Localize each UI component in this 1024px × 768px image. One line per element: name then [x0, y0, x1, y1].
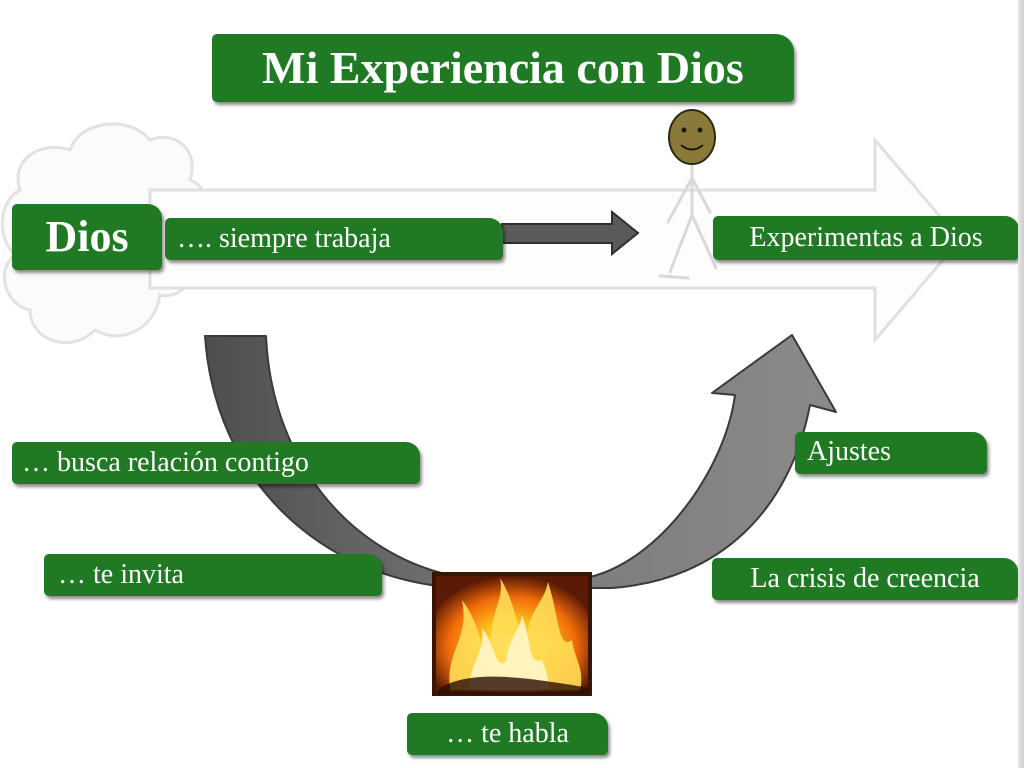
- smiley-face-icon: [668, 109, 716, 165]
- slide-edge-bar: [1018, 0, 1024, 768]
- ajustes-label: Ajustes: [795, 432, 987, 474]
- stick-figure-icon: [658, 160, 718, 280]
- te-invita-label: … te invita: [44, 554, 382, 596]
- busca-relacion-label: … busca relación contigo: [12, 442, 420, 484]
- page-title: Mi Experiencia con Dios: [212, 34, 794, 102]
- dios-label: Dios: [12, 204, 162, 270]
- curved-arrow: [204, 334, 837, 589]
- te-habla-label: … te habla: [407, 713, 608, 755]
- crisis-label: La crisis de creencia: [712, 558, 1018, 600]
- burning-bush-icon: [432, 572, 592, 696]
- siempre-trabaja-label: …. siempre trabaja: [165, 218, 503, 260]
- experimentas-label: Experimentas a Dios: [713, 216, 1019, 260]
- small-right-arrow: [501, 209, 640, 257]
